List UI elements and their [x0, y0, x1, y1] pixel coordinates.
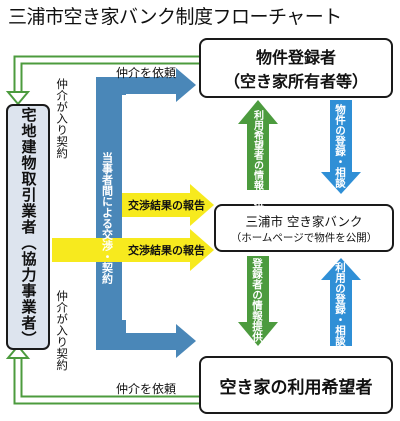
owner-box: 物件登録者 （空き家所有者等）	[199, 38, 393, 98]
label-mediation-contract-bottom: 仲介が入り契約	[55, 290, 70, 371]
label-mediation-request-top: 仲介を依頼	[116, 66, 177, 80]
label-report-upper: 交渉結果の報告	[128, 199, 205, 212]
label-mediation-request-bottom: 仲介を依頼	[116, 382, 177, 396]
label-negotiation: 当事者間による交渉・契約	[100, 152, 114, 284]
label-owner-register: 物件の登録・相談	[334, 104, 347, 188]
green-arrow-to-user	[238, 256, 278, 346]
connector-bottom-mediation	[5, 344, 199, 405]
dealer-box: 宅地建物取引業者（協力事業者）	[6, 104, 50, 350]
label-user-register: 利用の登録・相談	[334, 262, 347, 346]
bank-box: 三浦市 空き家バンク （ホームページで物件を公開）	[214, 204, 394, 252]
green-arrow-to-owner	[238, 100, 278, 190]
report-arrow-upper	[122, 184, 214, 226]
report-arrow-lower	[52, 229, 214, 271]
user-box: 空き家の利用希望者	[199, 356, 393, 414]
owner-box-subtitle: （空き家所有者等）	[223, 72, 368, 91]
label-info-to-owner: 利用希望者の情報提供	[251, 110, 263, 210]
owner-box-title: 物件登録者	[255, 48, 336, 67]
blue-arrow-user-register	[321, 258, 361, 346]
blue-arrow-owner-register	[321, 100, 361, 194]
connector-top-mediation	[5, 55, 199, 106]
negotiation-arrow	[96, 68, 196, 358]
page-title: 三浦市空き家バンク制度フローチャート	[8, 6, 342, 28]
user-box-title: 空き家の利用希望者	[219, 377, 373, 398]
label-info-to-user: 登録者の情報提供	[251, 258, 264, 342]
label-report-lower: 交渉結果の報告	[128, 244, 205, 257]
dealer-label: 宅地建物取引業者（協力事業者）	[19, 107, 38, 347]
bank-box-title: 三浦市 空き家バンク	[245, 214, 363, 229]
bank-box-subtitle: （ホームページで物件を公開）	[230, 232, 378, 244]
label-mediation-contract-top: 仲介が入り契約	[55, 78, 70, 159]
